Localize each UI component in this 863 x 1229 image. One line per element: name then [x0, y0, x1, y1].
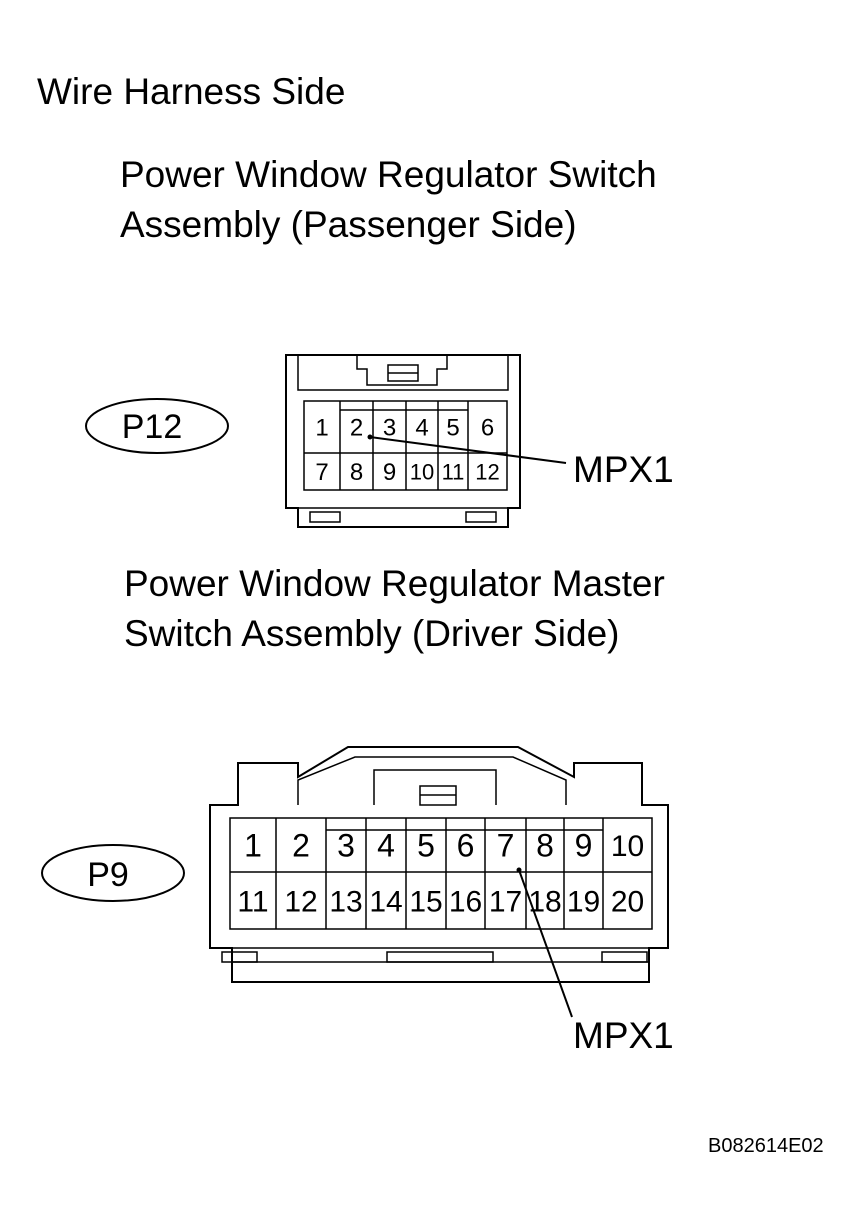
connector-p9-code-ellipse — [41, 844, 185, 902]
connector-p9-pin-14: 14 — [369, 885, 402, 918]
connector-p9-pin-face — [229, 817, 653, 930]
connector-p12-pin-9: 9 — [383, 459, 396, 486]
page-heading: Wire Harness Side — [37, 71, 346, 112]
connector-p12-pin-10: 10 — [410, 459, 434, 484]
connector-p12-pin-3: 3 — [383, 415, 396, 442]
connector-p9-pin-8: 8 — [536, 828, 554, 864]
connector-p9-pin-16: 16 — [449, 885, 482, 918]
connector-p9-pin-15: 15 — [409, 885, 442, 918]
connector-p12-pin-6: 6 — [481, 415, 494, 442]
connector-p12-leader-line — [369, 436, 567, 464]
connector-p9-title-line2: Switch Assembly (Driver Side) — [124, 613, 620, 654]
connector-p12-pin-2: 2 — [350, 415, 363, 442]
connector-p12-housing-inner — [297, 355, 509, 391]
connector-p9-title-line1: Power Window Regulator Master — [124, 563, 665, 604]
connector-p12-pin-grid — [304, 401, 507, 490]
connector-p9-tab-right — [601, 951, 648, 963]
connector-p9-pin-12: 12 — [284, 885, 317, 918]
connector-p12-code-ellipse — [85, 398, 229, 454]
connector-p9-pin-3: 3 — [337, 828, 355, 864]
connector-p9-housing — [209, 746, 669, 983]
connector-p9 — [209, 746, 669, 983]
connector-p9-code: P9 — [87, 856, 129, 894]
connector-p9-tab-left — [221, 951, 258, 963]
connector-p12-tab-left — [309, 511, 341, 523]
connector-p12-title-line2: Assembly (Passenger Side) — [120, 204, 577, 245]
connector-p9-pin-grid — [230, 818, 652, 929]
connector-p9-leader-line — [518, 869, 573, 1018]
connector-p9-pin-11: 11 — [237, 885, 268, 918]
connector-p12-signal-label: MPX1 — [573, 449, 674, 490]
connector-p9-pin-9: 9 — [575, 828, 593, 864]
connector-p12-pin-11: 11 — [442, 459, 465, 484]
connector-p12-title-line1: Power Window Regulator Switch — [120, 154, 657, 195]
connector-p9-pin-5: 5 — [417, 828, 435, 864]
connector-p9-signal-label: MPX1 — [573, 1015, 674, 1056]
connector-p12-pin-4: 4 — [415, 415, 428, 442]
connector-p9-pin-6: 6 — [457, 828, 475, 864]
connector-p9-pin-13: 13 — [329, 885, 362, 918]
connector-p9-pin-19: 19 — [567, 885, 600, 918]
connector-p12-pin-8: 8 — [350, 459, 363, 486]
connector-p9-pin-4: 4 — [377, 828, 395, 864]
connector-p9-pin-2: 2 — [292, 828, 310, 864]
connector-p9-pin-10: 10 — [611, 830, 644, 863]
connector-p12-pin-12: 12 — [475, 459, 499, 484]
connector-p12 — [285, 354, 521, 528]
connector-p9-pin-7: 7 — [497, 828, 515, 864]
figure-code: B082614E02 — [708, 1135, 824, 1157]
connector-p12-pin-7: 7 — [315, 459, 328, 486]
connector-p9-pin-17: 17 — [489, 885, 522, 918]
connector-p12-housing — [285, 354, 521, 528]
connector-p12-code: P12 — [122, 408, 183, 446]
connector-p12-pin-1: 1 — [315, 415, 328, 442]
connector-p9-pin-18: 18 — [528, 885, 561, 918]
connector-p12-tab-right — [465, 511, 497, 523]
connector-p9-pin-20: 20 — [611, 885, 644, 918]
connector-p9-latch — [297, 756, 567, 805]
connector-p9-leader-dot — [516, 867, 522, 873]
connector-p12-leader-dot — [367, 434, 373, 440]
connector-p9-pin-1: 1 — [244, 828, 262, 864]
connector-p12-latch — [356, 355, 448, 386]
connector-p9-tab-center — [386, 951, 494, 963]
connector-p12-pin-5: 5 — [446, 415, 459, 442]
